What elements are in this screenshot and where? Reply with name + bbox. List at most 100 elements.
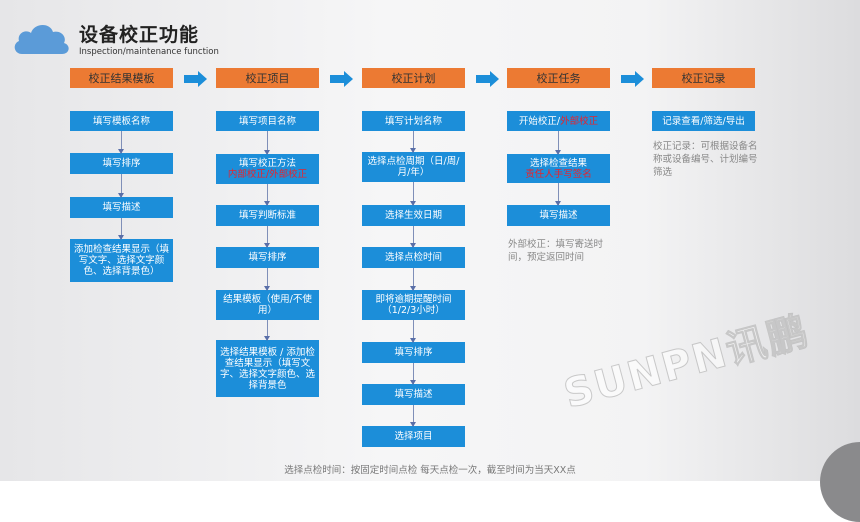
step-text: 开始校正/外部校正 (519, 116, 598, 127)
step-highlight: 外部校正 (560, 115, 599, 127)
page-title: 设备校正功能 (79, 24, 200, 46)
connector-arrow (264, 226, 270, 248)
column-header-2: 校正项目 (216, 68, 319, 88)
arrow-right-icon (184, 71, 207, 87)
step-box: 填写描述 (70, 197, 173, 218)
column-note: 外部校正：填写寄送时间，预定返回时间 (508, 239, 604, 263)
connector-arrow (264, 131, 270, 155)
step-label: 记录查看/筛选/导出 (662, 115, 745, 127)
step-box: 选择点检周期（日/周/月/年） (362, 152, 465, 182)
step-text: 结果模板（使用/不使用） (218, 294, 317, 316)
connector-arrow (410, 131, 416, 153)
step-text: 填写排序 (394, 347, 432, 358)
step-box: 结果模板（使用/不使用） (216, 290, 319, 320)
step-box: 填写描述 (362, 384, 465, 405)
step-label: 选择检查结果 (529, 157, 587, 169)
connector-arrow (410, 268, 416, 291)
connector-arrow (118, 174, 124, 198)
step-box: 填写排序 (362, 342, 465, 363)
column-note: 校正记录：可根据设备名称或设备编号、计划编号筛选 (653, 141, 758, 178)
step-box: 填写校正方法内部校正/外部校正 (216, 154, 319, 184)
step-label: 填写计划名称 (384, 115, 442, 127)
column-header-1: 校正结果模板 (70, 68, 173, 88)
step-label: 填写判断标准 (238, 210, 296, 221)
step-box: 填写描述 (507, 205, 610, 226)
step-label: 选择点检时间 (384, 252, 442, 263)
column-header-3: 校正计划 (362, 68, 465, 88)
step-box: 填写计划名称 (362, 111, 465, 131)
step-label: 结果模板（使用/不使用） (223, 294, 312, 316)
connector-arrow (410, 182, 416, 206)
step-text: 填写描述 (394, 389, 432, 400)
step-box: 填写项目名称 (216, 111, 319, 131)
step-label: 添加检查结果显示（填写文字、选择文字颜色、选择背景色） (73, 244, 169, 277)
step-label: 填写描述 (394, 389, 433, 400)
column-header-4: 校正任务 (507, 68, 610, 88)
step-label: 填写描述 (102, 202, 141, 213)
footer-note: 选择点检时间：按固定时间点检 每天点检一次，截至时间为当天XX点 (284, 465, 576, 476)
step-label: 选择项目 (394, 431, 433, 442)
corner-decoration (820, 442, 860, 522)
connector-arrow (410, 363, 416, 385)
connector-arrow (118, 218, 124, 240)
column-header-5: 校正记录 (652, 68, 755, 88)
step-label: 选择点检周期（日/周/月/年） (367, 156, 460, 178)
step-highlight: 内部校正/外部校正 (227, 169, 308, 180)
step-box: 填写排序 (70, 153, 173, 174)
step-label: 即将逾期提醒时间（1/2/3小时） (375, 294, 452, 316)
step-label: 开始校正/ (518, 115, 561, 127)
step-box: 开始校正/外部校正 (507, 111, 610, 131)
step-text: 填写校正方法 (239, 158, 296, 169)
arrow-right-icon (621, 71, 644, 87)
connector-arrow (410, 320, 416, 343)
step-label: 填写项目名称 (238, 115, 296, 127)
step-text: 选择结果模板 / 添加检查结果显示（填写文字、选择文字颜色、选择背景色 (218, 347, 317, 391)
step-label: 填写描述 (539, 210, 578, 221)
step-highlight: 责任人手写签名 (525, 168, 592, 180)
step-box: 填写模板名称 (70, 111, 173, 131)
arrow-right-icon (476, 71, 499, 87)
cloud-icon (14, 24, 69, 54)
step-label: 填写排序 (394, 347, 433, 358)
step-text: 即将逾期提醒时间（1/2/3小时） (364, 294, 463, 316)
step-box: 选择结果模板 / 添加检查结果显示（填写文字、选择文字颜色、选择背景色 (216, 340, 319, 397)
connector-arrow (555, 131, 561, 155)
step-label: 填写排序 (248, 252, 287, 263)
step-box: 记录查看/筛选/导出 (652, 111, 755, 131)
step-box: 填写判断标准 (216, 205, 319, 226)
step-text: 添加检查结果显示（填写文字、选择文字颜色、选择背景色） (72, 244, 171, 277)
step-label: 填写排序 (102, 158, 141, 169)
step-text: 填写项目名称 (239, 116, 296, 127)
step-label: 选择结果模板 / 添加检查结果显示（填写文字、选择文字颜色、选择背景色 (219, 346, 315, 391)
step-text: 填写计划名称 (385, 116, 442, 127)
connector-arrow (410, 226, 416, 248)
step-label: 填写模板名称 (92, 115, 150, 127)
step-text: 填写排序 (248, 252, 286, 263)
connector-arrow (264, 268, 270, 291)
step-box: 添加检查结果显示（填写文字、选择文字颜色、选择背景色） (70, 239, 173, 282)
step-box: 即将逾期提醒时间（1/2/3小时） (362, 290, 465, 320)
step-text: 选择点检时间 (385, 252, 442, 263)
step-text: 选择生效日期 (385, 210, 442, 221)
step-label: 选择生效日期 (384, 210, 442, 221)
step-box: 选择生效日期 (362, 205, 465, 226)
connector-arrow (410, 405, 416, 427)
step-box: 选择检查结果责任人手写签名 (507, 154, 610, 183)
step-text: 选择项目 (394, 431, 432, 442)
step-text: 填写描述 (102, 202, 140, 213)
connector-arrow (264, 184, 270, 206)
page-subtitle: Inspection/maintenance function (79, 47, 219, 57)
step-box: 选择项目 (362, 426, 465, 447)
step-box: 选择点检时间 (362, 247, 465, 268)
arrow-right-icon (330, 71, 353, 87)
step-text: 填写排序 (102, 158, 140, 169)
step-text: 记录查看/筛选/导出 (662, 116, 744, 127)
step-box: 填写排序 (216, 247, 319, 268)
step-text: 填写判断标准 (239, 210, 296, 221)
step-text: 填写描述 (539, 210, 577, 221)
connector-arrow (264, 320, 270, 341)
step-label: 填写校正方法 (238, 158, 296, 169)
step-text: 填写模板名称 (93, 116, 150, 127)
step-text: 选择检查结果 (530, 158, 587, 169)
